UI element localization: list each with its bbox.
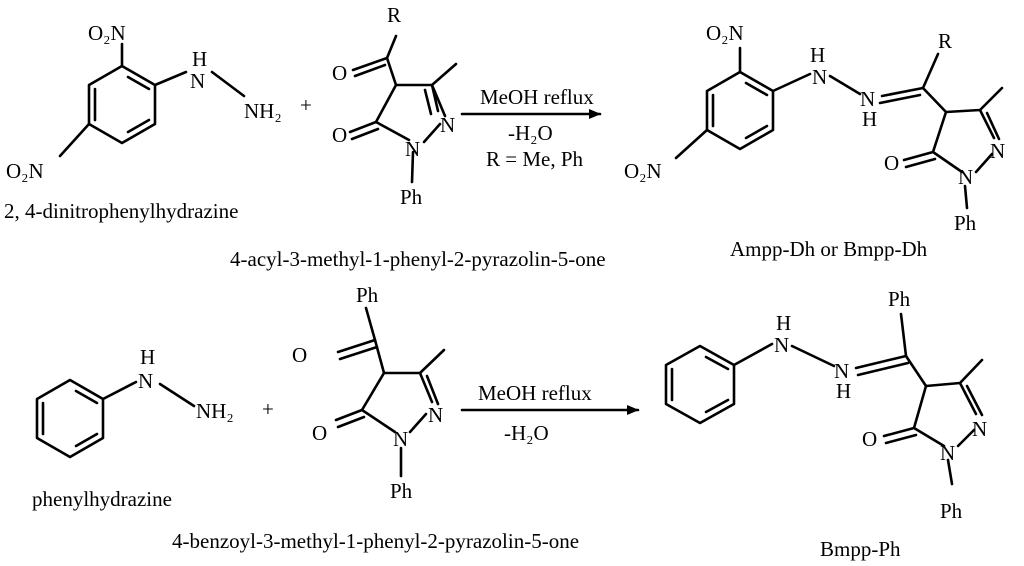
product1-n2-label: N xyxy=(860,87,875,111)
product1-nh-h-label: H xyxy=(810,43,825,67)
benzoyl-pyrazolone-structure xyxy=(334,306,446,478)
product1-n2-h-label: H xyxy=(862,107,877,131)
conditions-below-2: -H₂O xyxy=(504,421,549,445)
product2-n-top-label: N xyxy=(774,333,789,357)
product1-name: Ampp-Dh or Bmpp-Dh xyxy=(730,237,928,261)
benzoyl-pyrazolone-name: 4-benzoyl-3-methyl-1-phenyl-2-pyrazolin-… xyxy=(172,529,579,553)
dnph-nitro-left-label: O₂N xyxy=(6,159,44,183)
ph-hydrazine-h-label: H xyxy=(140,345,155,369)
acyl-r-label: R xyxy=(387,3,401,27)
dnph-name: 2, 4-dinitrophenylhydrazine xyxy=(4,199,238,223)
dnph-h-label: H xyxy=(192,47,207,71)
ring-ph-label: Ph xyxy=(400,185,423,209)
product1-nitro-top-label: O₂N xyxy=(706,21,744,45)
acyl-o-label: O xyxy=(332,61,347,85)
product2-ring-o-label: O xyxy=(862,427,877,451)
phenylhydrazine-structure xyxy=(35,378,196,459)
product2-name: Bmpp-Ph xyxy=(820,537,901,561)
ring-n1-label: N xyxy=(405,137,420,161)
ring-n2-label: N xyxy=(440,113,455,137)
plus-sign-2: + xyxy=(262,397,274,421)
benzoyl-ring-n1-label: N xyxy=(393,427,408,451)
phenylhydrazine-name: phenylhydrazine xyxy=(32,487,172,511)
ph-hydrazine-n-label: N xyxy=(138,369,153,393)
product1-r-label: R xyxy=(938,29,952,53)
product2-ph-top-label: Ph xyxy=(888,287,911,311)
ring-o-label: O xyxy=(332,123,347,147)
product2-ring-n2-label: N xyxy=(972,417,987,441)
benzoyl-ring-ph-label: Ph xyxy=(390,479,413,503)
conditions-above-2: MeOH reflux xyxy=(478,381,592,405)
product2-h-top-label: H xyxy=(776,311,791,335)
product2-n2-h-label: H xyxy=(836,379,851,403)
benzoyl-ph-top-label: Ph xyxy=(356,283,379,307)
dnph-nitro-top-label: O₂N xyxy=(88,21,126,45)
product1-nh-n-label: N xyxy=(812,65,827,89)
product1-ring-o-label: O xyxy=(884,151,899,175)
ph-hydrazine-nh2-label: NH₂ xyxy=(196,399,234,423)
product2-structure xyxy=(664,312,984,486)
benzoyl-ring-n2-label: N xyxy=(428,403,443,427)
dnph-structure xyxy=(58,42,246,158)
dnph-nh2-label: NH₂ xyxy=(244,99,282,123)
acyl-pyrazolone-structure xyxy=(348,34,458,184)
benzoyl-o-label: O xyxy=(292,343,307,367)
dnph-n-label: N xyxy=(190,69,205,93)
acyl-pyrazolone-name: 4-acyl-3-methyl-1-phenyl-2-pyrazolin-5-o… xyxy=(230,247,606,271)
product2-n2-label: N xyxy=(834,359,849,383)
product1-ring-n1-label: N xyxy=(958,165,973,189)
product1-ring-n2-label: N xyxy=(990,139,1005,163)
conditions-above-1: MeOH reflux xyxy=(480,85,594,109)
conditions-below-1: -H₂O xyxy=(508,121,553,145)
benzoyl-ring-o-label: O xyxy=(312,421,327,445)
conditions-note-1: R = Me, Ph xyxy=(486,147,584,171)
plus-sign-1: + xyxy=(300,93,312,117)
product2-ph-label: Ph xyxy=(940,499,963,523)
product1-nitro-left-label: O₂N xyxy=(624,159,662,183)
product1-ph-label: Ph xyxy=(954,211,977,235)
product2-ring-n1-label: N xyxy=(940,441,955,465)
product1-structure xyxy=(674,46,1004,210)
